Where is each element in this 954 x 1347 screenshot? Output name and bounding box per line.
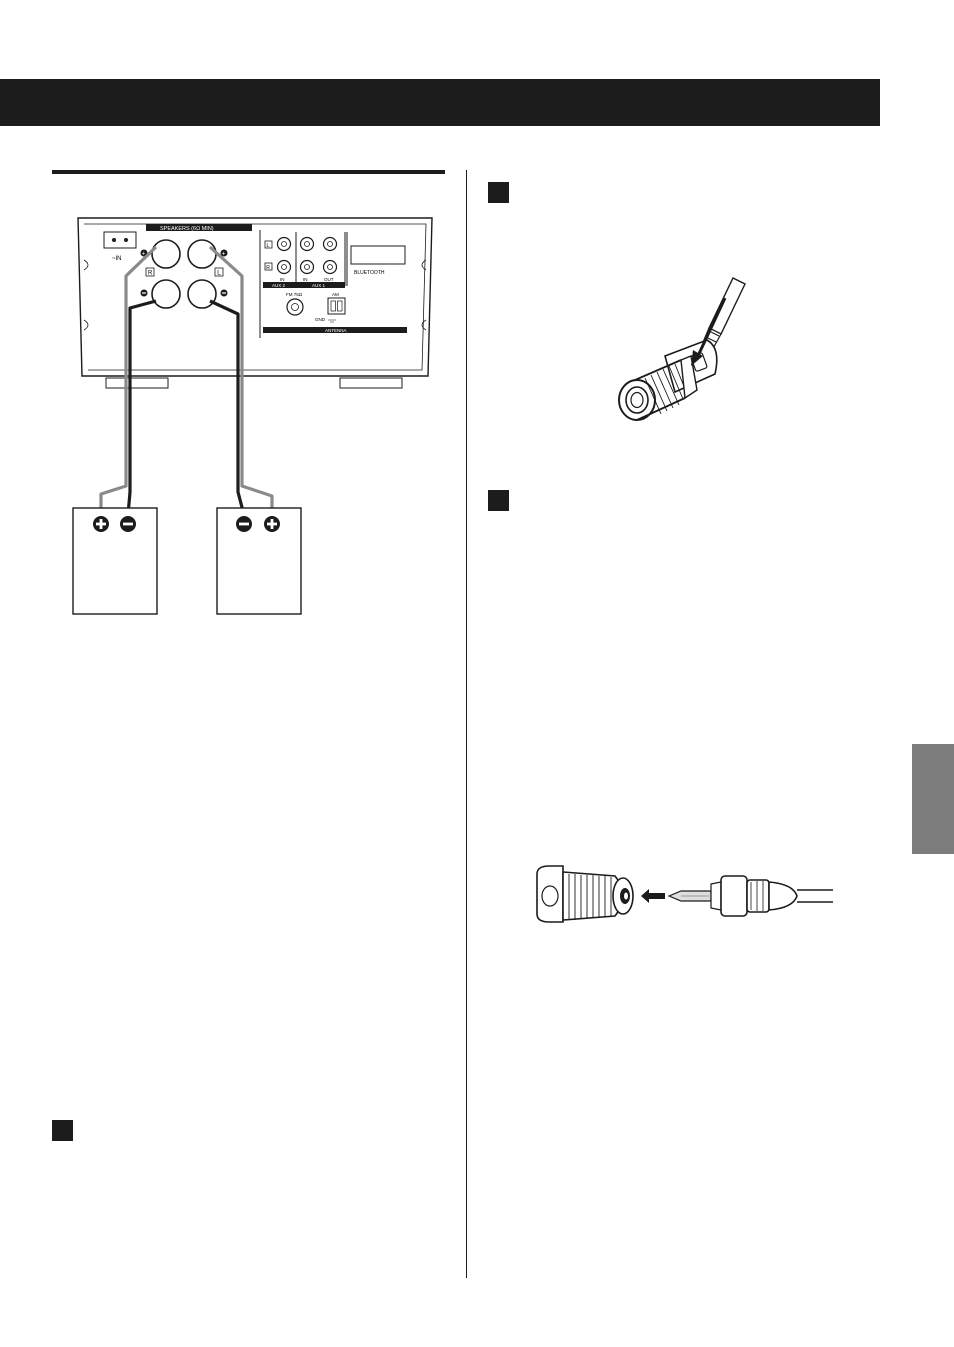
right-channel-label: R (148, 271, 153, 277)
left-speaker-box (216, 507, 302, 615)
aux1-out-label: OUT (324, 277, 334, 282)
binding-post-side (536, 865, 634, 923)
left-positive-wire (208, 245, 274, 515)
left-channel-label: L (217, 271, 221, 277)
bluetooth-module: BLUETOOTH (346, 232, 406, 286)
left-negative-terminal (187, 279, 217, 309)
right-speaker-box (72, 507, 158, 615)
fm-antenna-jack (286, 298, 304, 316)
bare-wire-insertion-illustration (605, 270, 765, 430)
row-left-label: L (267, 243, 270, 249)
left-negative-wire (209, 299, 246, 516)
antenna-label: ANTENNA (325, 328, 347, 333)
right-negative-wire (126, 299, 157, 516)
am-antenna-terminal (327, 297, 346, 315)
aux1-label: AUX 1 (312, 283, 326, 288)
svg-text:+: + (142, 252, 146, 258)
am-antenna-label: AM (332, 292, 339, 297)
speaker-connection-diagram: ~IN SPEAKERS (6Ω MIN) + + R L L R (60, 210, 450, 620)
right-negative-terminal (151, 279, 181, 309)
aux2-in-label: IN (280, 277, 285, 282)
banana-plug (667, 875, 833, 917)
arrow-icon (641, 889, 665, 903)
speakers-label: SPEAKERS (6Ω MIN) (160, 226, 214, 232)
column-divider (466, 170, 467, 1278)
bluetooth-label: BLUETOOTH (354, 270, 385, 276)
aux-jacks: L R IN IN OUT AUX 2 AUX 1 (259, 230, 346, 338)
svg-text:+: + (222, 252, 226, 258)
aux2-label: AUX 2 (272, 283, 286, 288)
step-marker-1 (488, 182, 509, 203)
speaker-cables (99, 245, 274, 516)
arrow-icon (691, 297, 727, 366)
section-heading-rule (52, 170, 445, 174)
left-positive-terminal (187, 239, 217, 269)
right-positive-terminal (151, 239, 181, 269)
binding-post (618, 339, 718, 421)
chapter-header-bar (0, 79, 880, 126)
row-right-label: R (266, 265, 270, 271)
ac-inlet-label: ~IN (112, 256, 122, 262)
antenna-terminals: FM 75Ω AM GND ANTENNA (263, 292, 407, 333)
step-marker-3 (52, 1120, 73, 1141)
banana-plug-insertion-illustration (535, 862, 835, 932)
right-positive-wire (99, 245, 158, 515)
speaker-terminals: SPEAKERS (6Ω MIN) + + R L (140, 224, 252, 309)
gnd-label: GND (315, 317, 326, 322)
ac-inlet: ~IN (103, 231, 137, 262)
fm-antenna-label: FM 75Ω (286, 292, 303, 297)
language-side-tab (912, 744, 954, 854)
step-marker-2 (488, 490, 509, 511)
aux1-in-label: IN (303, 277, 308, 282)
